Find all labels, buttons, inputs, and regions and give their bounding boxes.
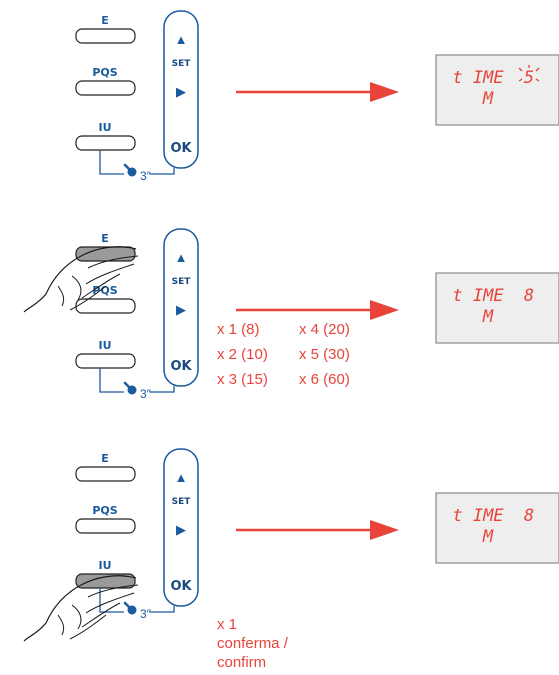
button-label-iu: IU xyxy=(98,559,111,572)
button-label-iu: IU xyxy=(98,121,111,134)
hold-finger-icon xyxy=(123,381,133,391)
hold-bracket-left xyxy=(99,588,124,613)
hold-bracket-right xyxy=(150,168,175,175)
button-label-e: E xyxy=(101,232,109,245)
lcd-line-2: M xyxy=(482,307,494,327)
button-iu xyxy=(75,353,136,369)
button-pqs xyxy=(75,298,136,314)
press-option: x 2 (10) xyxy=(217,346,268,363)
blink-ray-icon xyxy=(518,67,523,72)
side-panel xyxy=(163,228,199,387)
button-label-pqs: PQS xyxy=(92,284,117,297)
press-option: x 5 (30) xyxy=(299,346,350,363)
hold-duration: 3″ xyxy=(140,387,152,401)
lcd-line-1: t IME xyxy=(452,286,504,306)
set-label: SET xyxy=(172,59,192,69)
button-e xyxy=(75,466,136,482)
hold-finger-icon xyxy=(123,601,133,611)
step-2: E PQS IU ▲ SET ▶ OK 3″ t IME 8M xyxy=(23,228,559,401)
hold-finger-icon xyxy=(123,163,133,173)
hold-bracket-left xyxy=(99,150,124,175)
lcd-digit: 8 xyxy=(524,506,534,526)
hold-duration: 3″ xyxy=(140,607,152,621)
confirm-note: confirm xyxy=(217,654,267,671)
hold-bracket-right xyxy=(150,606,175,613)
button-pqs xyxy=(75,518,136,534)
right-arrow-icon: ▶ xyxy=(176,84,186,99)
up-arrow-icon: ▲ xyxy=(175,250,188,265)
hand-fingers xyxy=(57,255,139,311)
up-arrow-icon: ▲ xyxy=(175,470,188,485)
lcd-display xyxy=(435,54,559,126)
side-panel xyxy=(163,10,199,169)
confirm-note: conferma / xyxy=(217,635,288,652)
button-e xyxy=(75,28,136,44)
step-3: E PQS IU ▲ SET ▶ OK 3″ t IME 8M xyxy=(23,448,559,642)
side-panel xyxy=(163,448,199,607)
lcd-display xyxy=(435,272,559,344)
button-label-iu: IU xyxy=(98,339,111,352)
press-option: x 3 (15) xyxy=(217,371,268,388)
ok-label: OK xyxy=(170,359,192,374)
lcd-display xyxy=(435,492,559,564)
press-option: x 6 (60) xyxy=(299,371,350,388)
button-label-pqs: PQS xyxy=(92,504,117,517)
button-label-pqs: PQS xyxy=(92,66,117,79)
hold-bracket-left xyxy=(99,368,124,393)
button-iu xyxy=(75,135,136,151)
ok-label: OK xyxy=(170,579,192,594)
right-arrow-icon: ▶ xyxy=(176,302,186,317)
lcd-line-1: t IME xyxy=(452,68,504,88)
arrow-head xyxy=(370,520,399,540)
ok-label: OK xyxy=(170,141,192,156)
set-label: SET xyxy=(172,277,192,287)
hold-bracket-right xyxy=(150,386,175,393)
hand-fingers xyxy=(57,584,139,640)
lcd-digit: 8 xyxy=(524,286,534,306)
press-option: x 4 (20) xyxy=(299,321,350,338)
lcd-line-1: t IME xyxy=(452,506,504,526)
hold-duration: 3″ xyxy=(140,169,152,183)
arrow-head xyxy=(370,300,399,320)
arrow-head xyxy=(370,82,399,102)
button-label-e: E xyxy=(101,452,109,465)
lcd-line-2: M xyxy=(482,89,494,109)
button-label-e: E xyxy=(101,14,109,27)
hand-outline xyxy=(23,246,137,313)
right-arrow-icon: ▶ xyxy=(176,522,186,537)
button-pqs xyxy=(75,80,136,96)
up-arrow-icon: ▲ xyxy=(175,32,188,47)
set-label: SET xyxy=(172,497,192,507)
button-iu xyxy=(75,573,136,589)
press-option: x 1 (8) xyxy=(217,321,260,338)
lcd-digit: 5 xyxy=(524,68,534,88)
blink-ray-icon xyxy=(535,78,540,82)
confirm-note: x 1 xyxy=(217,616,238,633)
lcd-line-2: M xyxy=(482,527,494,547)
blink-ray-icon xyxy=(535,67,540,72)
step-1: E PQS IU ▲ SET ▶ OK 3″ t IME 5M xyxy=(75,10,559,183)
hand-outline xyxy=(23,575,137,642)
blink-ray-icon xyxy=(518,78,523,82)
